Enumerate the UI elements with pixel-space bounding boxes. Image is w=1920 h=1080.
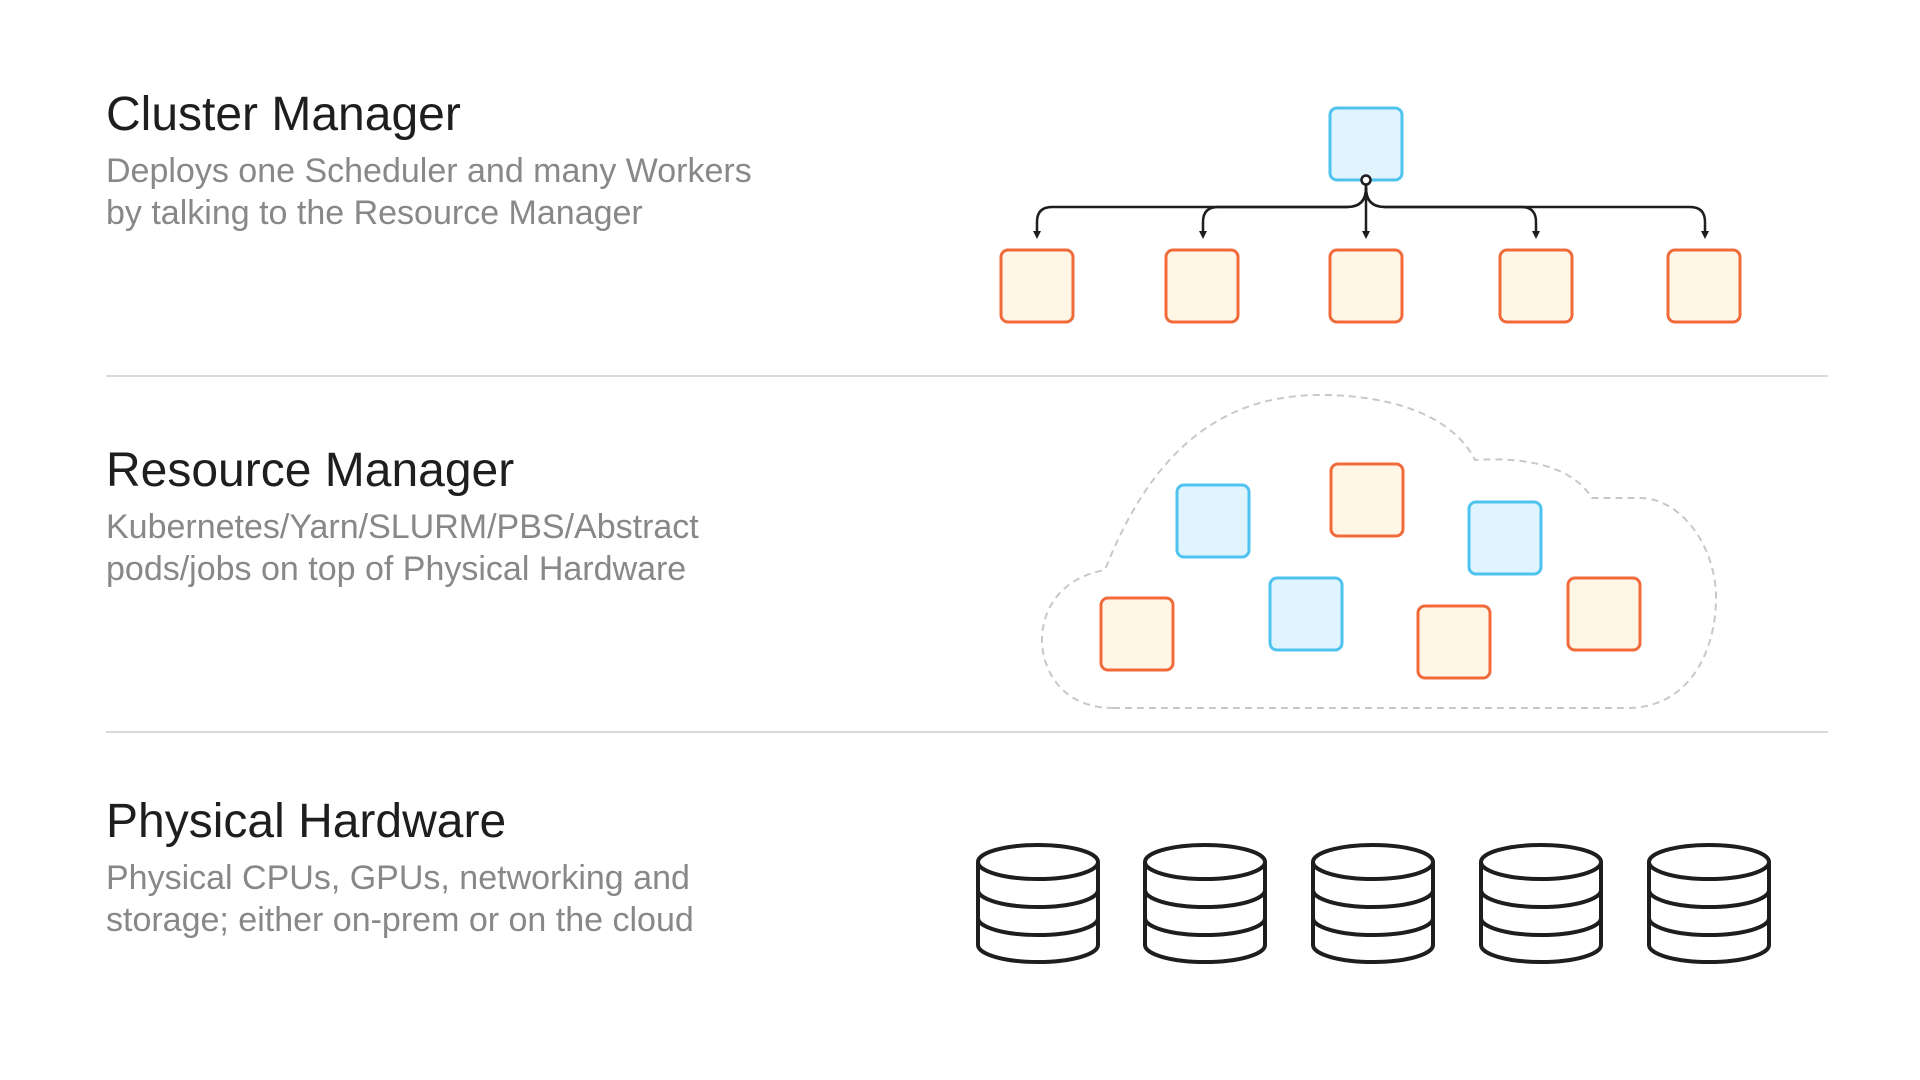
resource-manager-title: Resource Manager (106, 444, 515, 497)
database-icon (1479, 843, 1603, 964)
database-icon (1647, 843, 1771, 964)
cluster-tree (999, 106, 1742, 324)
physical-hardware-description-line-1: Physical CPUs, GPUs, networking and (106, 859, 690, 897)
storage-row (976, 843, 1771, 964)
resource-manager-description-line-2: pods/jobs on top of Physical Hardware (106, 550, 687, 588)
physical-hardware-section: Physical Hardware Physical CPUs, GPUs, n… (106, 793, 826, 941)
branch-point-icon (1360, 174, 1372, 186)
connector-arrow (1364, 187, 1709, 239)
scheduler-pod (1268, 576, 1344, 652)
resource-manager-section: Resource Manager Kubernetes/Yarn/SLURM/P… (106, 442, 826, 590)
worker-node (1666, 248, 1742, 324)
scheduler-pod (1467, 500, 1543, 576)
cluster-manager-description: Deploys one Scheduler and many Workers b… (106, 150, 826, 234)
physical-hardware-title: Physical Hardware (106, 795, 507, 848)
worker-node (999, 248, 1075, 324)
worker-pod (1566, 576, 1642, 652)
divider-top (106, 375, 1828, 377)
cluster-manager-description-line-1: Deploys one Scheduler and many Workers (106, 152, 752, 190)
database-icon (1143, 843, 1267, 964)
resource-manager-description-line-1: Kubernetes/Yarn/SLURM/PBS/Abstract (106, 508, 699, 546)
cloud-outline (1040, 393, 1718, 709)
cluster-manager-section: Cluster Manager Deploys one Scheduler an… (106, 86, 826, 234)
cluster-manager-title: Cluster Manager (106, 88, 461, 141)
worker-node (1328, 248, 1404, 324)
divider-bottom (106, 731, 1828, 733)
worker-node (1164, 248, 1240, 324)
worker-pod (1329, 462, 1405, 538)
scheduler-pod (1175, 483, 1251, 559)
database-icon (1311, 843, 1435, 964)
database-icon (976, 843, 1100, 964)
connector-arrow (1199, 187, 1368, 239)
resource-cloud (1040, 393, 1718, 709)
physical-hardware-description: Physical CPUs, GPUs, networking and stor… (106, 857, 826, 941)
resource-manager-description: Kubernetes/Yarn/SLURM/PBS/Abstract pods/… (106, 506, 826, 590)
scheduler-node (1328, 106, 1404, 182)
worker-pod (1416, 604, 1492, 680)
worker-node (1498, 248, 1574, 324)
connector-arrow (1364, 187, 1540, 239)
physical-hardware-description-line-2: storage; either on-prem or on the cloud (106, 901, 694, 939)
worker-pod (1099, 596, 1175, 672)
cluster-manager-description-line-2: by talking to the Resource Manager (106, 194, 643, 232)
